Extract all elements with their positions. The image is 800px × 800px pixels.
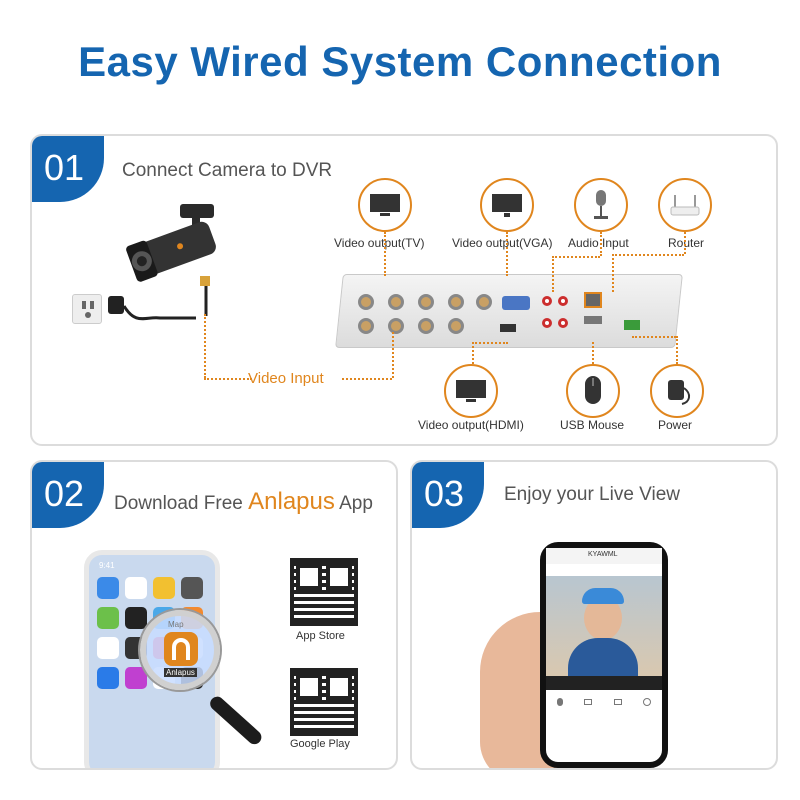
step-2-card: 02 Download Free Anlapus App 9:41 [30, 460, 398, 770]
power-adapter-circle-icon [650, 364, 704, 418]
app-store-label: App Store [296, 630, 345, 642]
magnifier-app-label: Anlapus [164, 668, 197, 677]
app-title: KYAWML [588, 551, 618, 558]
magnifier-icon: Map Anlapus [140, 610, 220, 690]
step-1-card: 01 Connect Camera to DVR [30, 134, 778, 446]
record-icon[interactable] [584, 699, 593, 705]
step-2-heading-prefix: Download Free [114, 493, 243, 514]
page-title: Easy Wired System Connection [78, 38, 722, 85]
ethernet-port-icon [584, 292, 602, 308]
label-power: Power [658, 418, 693, 432]
step-3-card: 03 Enjoy your Live View KYAWML [410, 460, 778, 770]
step-1-heading: Connect Camera to DVR [122, 160, 333, 181]
vga-port-icon [502, 296, 530, 310]
magnifier-top-label: Map [168, 620, 184, 629]
step-3-heading: Enjoy your Live View [504, 484, 681, 505]
tv-icon [358, 178, 412, 232]
camera-cable-icon [122, 276, 210, 321]
google-play-qr-code[interactable] [290, 668, 358, 736]
power-adapter-icon [108, 296, 124, 314]
google-play-label: Google Play [290, 738, 350, 750]
usb-mouse-icon [566, 364, 620, 418]
label-usb-mouse: USB Mouse [560, 418, 625, 432]
app-store-qr-code[interactable] [290, 558, 358, 626]
step-3-badge: 03 [412, 462, 484, 528]
snapshot-icon[interactable] [613, 699, 622, 705]
microphone-icon [574, 178, 628, 232]
live-camera-feed[interactable] [546, 576, 662, 676]
phone-time: 9:41 [99, 561, 115, 570]
microphone-icon[interactable] [556, 698, 563, 706]
power-port-icon [624, 320, 640, 330]
label-video-output-hdmi: Video output(HDMI) [418, 418, 524, 432]
router-icon [658, 178, 712, 232]
smartphone-live-view: KYAWML [540, 542, 668, 768]
anlapus-app-icon [164, 632, 198, 666]
dvr-recorder-icon [335, 274, 683, 348]
step-2-heading-suffix: App [339, 493, 373, 514]
label-video-output-vga: Video output(VGA) [452, 236, 553, 250]
wall-outlet-icon [72, 294, 102, 324]
hdmi-monitor-icon [444, 364, 498, 418]
step-1-badge: 01 [32, 136, 104, 202]
vga-monitor-icon [480, 178, 534, 232]
playback-controls[interactable] [546, 676, 662, 690]
step-2-badge: 02 [32, 462, 104, 528]
step-2-heading: Download Free Anlapus App [114, 488, 373, 516]
label-router: Router [668, 236, 705, 250]
label-audio-input: Audio Input [568, 236, 629, 250]
usb-port-icon [584, 316, 602, 324]
label-video-output-tv: Video output(TV) [334, 236, 425, 250]
label-video-input: Video Input [248, 370, 324, 387]
hdmi-port-icon [500, 324, 516, 332]
refresh-icon[interactable] [643, 698, 652, 706]
brand-name: Anlapus [248, 488, 335, 515]
bullet-camera-icon [120, 202, 230, 287]
